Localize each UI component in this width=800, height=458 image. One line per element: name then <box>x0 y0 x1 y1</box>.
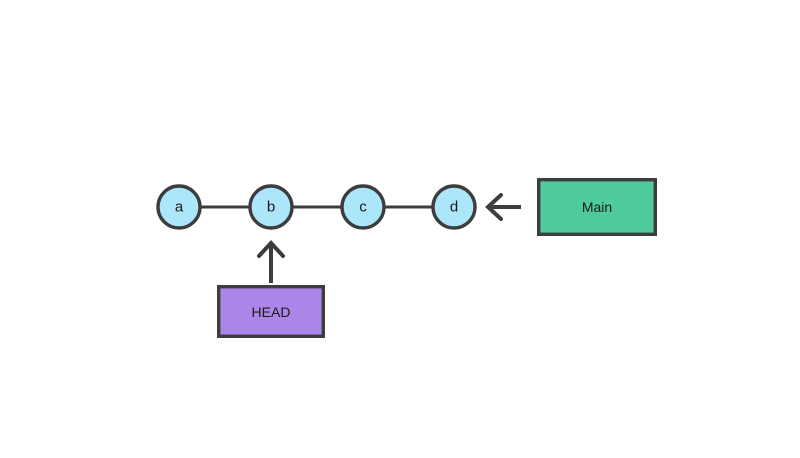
commit-label-b: b <box>267 199 275 216</box>
commit-node-c[interactable]: c <box>340 184 386 230</box>
commit-node-d[interactable]: d <box>431 184 477 230</box>
commit-circle-d <box>431 184 477 230</box>
arrow-up-head-icon <box>257 240 285 258</box>
commit-label-a: a <box>175 199 184 216</box>
head-box-label: HEAD <box>252 304 291 320</box>
head-box-rect <box>216 285 325 339</box>
branch-box-main[interactable]: Main <box>537 177 658 236</box>
arrow-left-head-icon <box>485 193 503 221</box>
commit-circle-b <box>248 184 294 230</box>
commit-node-a[interactable]: a <box>156 184 202 230</box>
commit-node-b[interactable]: b <box>248 184 294 230</box>
arrow-main-to-d <box>485 193 521 221</box>
arrow-head-to-b <box>257 240 285 283</box>
commit-label-c: c <box>359 199 367 216</box>
commit-circle-c <box>340 184 386 230</box>
branch-box-main-rect <box>537 177 658 236</box>
head-box[interactable]: HEAD <box>216 285 325 339</box>
commit-circle-a <box>156 184 202 230</box>
commit-label-d: d <box>450 199 458 216</box>
branch-box-main-label: Main <box>582 199 612 215</box>
